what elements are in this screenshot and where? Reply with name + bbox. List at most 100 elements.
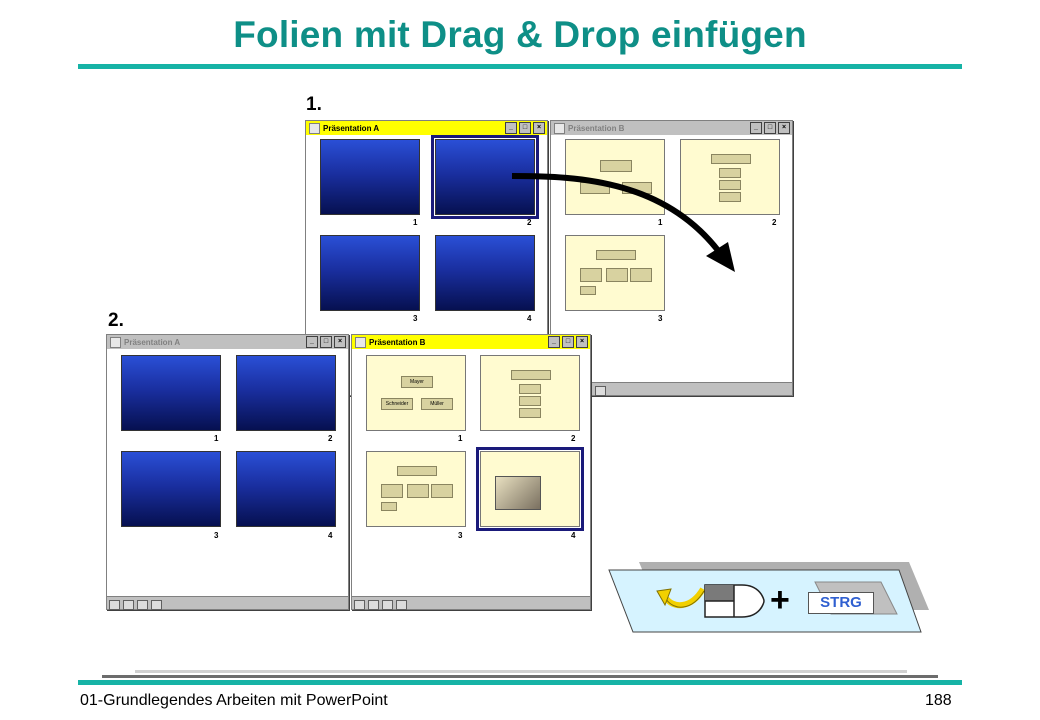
step-one-label: 1. (306, 94, 322, 115)
org-box (630, 268, 652, 282)
org-box-left: Schneider (381, 398, 413, 410)
org-box (431, 484, 453, 498)
org-box (580, 286, 596, 295)
minimize-button[interactable]: _ (548, 336, 560, 348)
org-box (719, 168, 741, 178)
close-button[interactable]: × (533, 122, 545, 134)
footer-divider (102, 675, 938, 678)
slide-number: 2 (571, 434, 576, 443)
outline-view-icon[interactable] (123, 600, 134, 610)
minimize-button[interactable]: _ (306, 336, 318, 348)
normal-view-icon[interactable] (109, 600, 120, 610)
slide-number: 2 (527, 218, 532, 227)
close-button[interactable]: × (576, 336, 588, 348)
org-box (397, 466, 437, 476)
step-two-label: 2. (108, 310, 124, 331)
view-scrollbar[interactable] (107, 596, 348, 610)
slide-number: 3 (214, 531, 219, 540)
powerpoint-doc-icon (110, 336, 121, 348)
slide-sorter-view-icon[interactable] (137, 600, 148, 610)
titlebar[interactable]: Präsentation A _ □ × (306, 121, 547, 135)
org-box (719, 180, 741, 190)
slide-thumbnail-3[interactable] (366, 451, 466, 527)
chart-thumbnail (495, 476, 541, 510)
org-box (711, 154, 751, 164)
slide-number: 1 (214, 434, 219, 443)
org-box (606, 268, 628, 282)
org-box (600, 160, 632, 172)
ctrl-key-label: STRG (808, 592, 874, 614)
powerpoint-doc-icon (554, 122, 565, 134)
mouse-left-button-icon (704, 584, 765, 618)
slide-thumbnail-2[interactable] (680, 139, 780, 215)
curved-arrow-icon (656, 587, 706, 609)
drag-arrow-icon (511, 173, 735, 272)
title-divider (78, 64, 962, 69)
outline-view-icon[interactable] (368, 600, 379, 610)
maximize-button[interactable]: □ (764, 122, 776, 134)
org-box (580, 268, 602, 282)
slide-thumbnail-1[interactable]: Mayer Schneider Müller (366, 355, 466, 431)
org-box (719, 192, 741, 202)
maximize-button[interactable]: □ (519, 122, 531, 134)
plus-sign: + (770, 581, 790, 619)
org-box-boss: Mayer (401, 376, 433, 388)
slide-number: 1 (458, 434, 463, 443)
org-box (519, 396, 541, 406)
powerpoint-doc-icon (355, 336, 366, 348)
minimize-button[interactable]: _ (750, 122, 762, 134)
slide-thumbnail-3[interactable] (320, 235, 420, 311)
footer-divider (135, 670, 907, 673)
close-button[interactable]: × (334, 336, 346, 348)
slide-thumbnail-2[interactable] (480, 355, 580, 431)
slide-thumbnail-4[interactable] (236, 451, 336, 527)
window-title: Präsentation A (323, 123, 380, 133)
maximize-button[interactable]: □ (562, 336, 574, 348)
slide-number: 2 (328, 434, 333, 443)
slide-thumbnail-3[interactable] (565, 235, 665, 311)
slide-thumbnail-4[interactable] (435, 235, 535, 311)
footer-course-title: 01-Grundlegendes Arbeiten mit PowerPoint (80, 692, 388, 709)
page-title: Folien mit Drag & Drop einfügen (233, 14, 807, 55)
slide-number: 3 (658, 314, 663, 323)
slideshow-view-icon[interactable] (151, 600, 162, 610)
slide-thumbnail-3[interactable] (121, 451, 221, 527)
org-box (519, 408, 541, 418)
slide-number: 1 (658, 218, 663, 227)
slide-number: 1 (413, 218, 418, 227)
org-box-right: Müller (421, 398, 453, 410)
titlebar[interactable]: Präsentation A _ □ × (107, 335, 348, 349)
window-title: Präsentation B (568, 123, 625, 133)
slide-number: 4 (571, 531, 576, 540)
maximize-button[interactable]: □ (320, 336, 332, 348)
window-title: Präsentation B (369, 337, 426, 347)
titlebar[interactable]: Präsentation B _ □ × (551, 121, 792, 135)
window-praesentation-a-step2[interactable]: Präsentation A _ □ × 1 2 3 4 (106, 334, 349, 610)
window-praesentation-b-step2[interactable]: Präsentation B _ □ × Mayer Schneider Mül… (351, 334, 591, 610)
slideshow-view-icon[interactable] (595, 386, 606, 396)
normal-view-icon[interactable] (354, 600, 365, 610)
minimize-button[interactable]: _ (505, 122, 517, 134)
view-scrollbar[interactable] (352, 596, 590, 610)
window-title: Präsentation A (124, 337, 181, 347)
slide-number: 4 (328, 531, 333, 540)
titlebar[interactable]: Präsentation B _ □ × (352, 335, 590, 349)
slide-number: 3 (458, 531, 463, 540)
org-box (511, 370, 551, 380)
org-box (381, 484, 403, 498)
slide-thumbnail-1[interactable] (320, 139, 420, 215)
powerpoint-doc-icon (309, 122, 320, 134)
close-button[interactable]: × (778, 122, 790, 134)
org-box (519, 384, 541, 394)
slideshow-view-icon[interactable] (396, 600, 407, 610)
slide-thumbnail-1[interactable] (565, 139, 665, 215)
slide-number: 2 (772, 218, 777, 227)
slide-thumbnail-4-inserted[interactable] (476, 447, 584, 531)
slide-number: 3 (413, 314, 418, 323)
footer-divider (78, 680, 962, 685)
slide-thumbnail-1[interactable] (121, 355, 221, 431)
page-number: 188 (925, 692, 952, 709)
slide-sorter-view-icon[interactable] (382, 600, 393, 610)
slide-thumbnail-2[interactable] (236, 355, 336, 431)
org-box (407, 484, 429, 498)
